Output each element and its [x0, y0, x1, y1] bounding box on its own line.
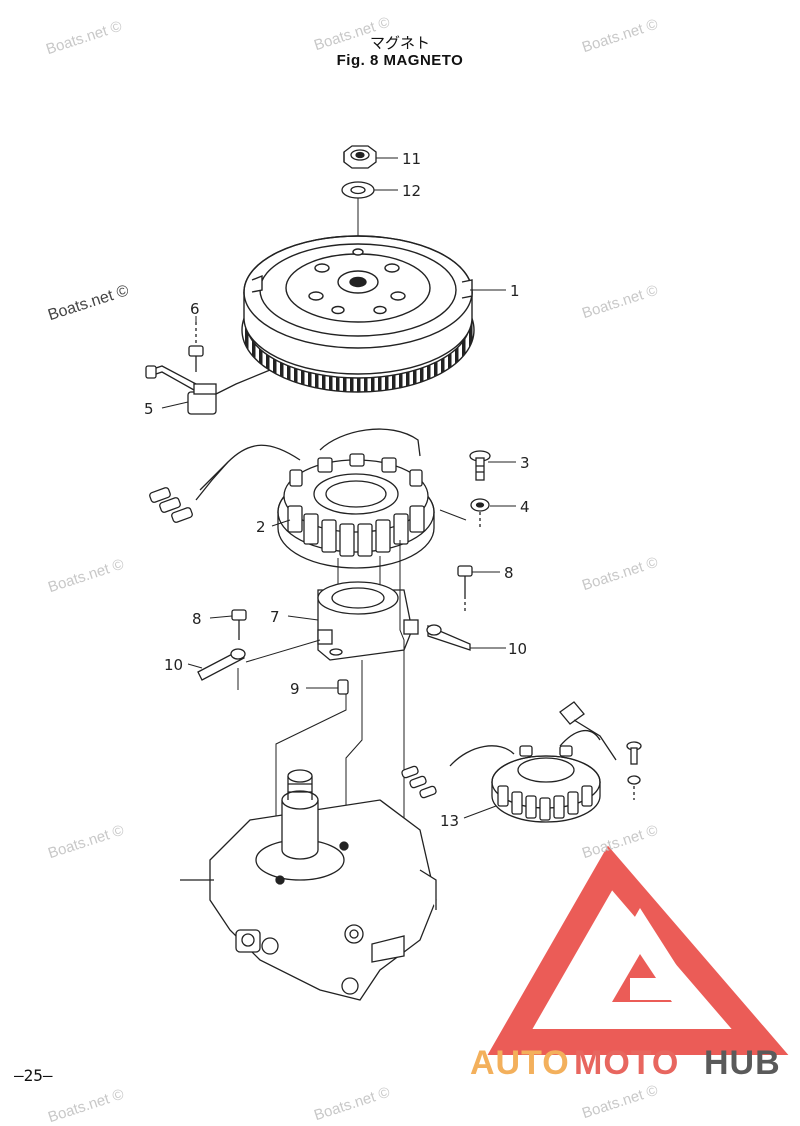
washer-4-part	[470, 498, 490, 530]
callout-8-left: 8	[192, 610, 202, 628]
callout-11: 11	[402, 150, 421, 168]
callout-9: 9	[290, 680, 300, 698]
engine-block-part	[180, 769, 437, 1001]
pulser-coil-part	[145, 365, 271, 415]
stator-part	[149, 428, 435, 569]
dowel-pin-part	[337, 679, 349, 695]
figure-title: Fig. 8 MAGNETO	[336, 52, 464, 69]
screw-13-part	[626, 741, 642, 800]
flywheel-part	[241, 235, 475, 393]
page-number: —25—	[14, 1066, 53, 1085]
stator-13-part	[401, 701, 617, 823]
ground-lead-10-left-part	[197, 648, 246, 681]
stator-base-part	[317, 581, 419, 661]
bolt-6-part	[188, 322, 204, 372]
nut-part	[343, 145, 377, 169]
ground-lead-10-right-part	[426, 624, 471, 651]
callout-4: 4	[520, 498, 530, 516]
logo-word-hub: HUB	[704, 1044, 781, 1082]
callout-5: 5	[144, 400, 154, 418]
logo-word-auto: AUTO	[470, 1044, 570, 1082]
logo-word-moto: MOTO	[574, 1044, 680, 1082]
washer-part	[341, 181, 375, 199]
figure-title-japanese: マグネト	[369, 34, 430, 52]
callout-8-right: 8	[504, 564, 514, 582]
callout-10-right: 10	[508, 640, 527, 658]
bolt-8-left-part	[231, 609, 247, 640]
bolt-8-right-part	[457, 565, 473, 612]
screw-3-part	[469, 450, 491, 481]
callout-12: 12	[402, 182, 421, 200]
callout-6: 6	[190, 300, 200, 318]
callout-2: 2	[256, 518, 266, 536]
callout-1: 1	[510, 282, 520, 300]
callout-13: 13	[440, 812, 459, 830]
automotohub-logo-mark	[487, 845, 789, 1055]
callout-7: 7	[270, 608, 280, 626]
callout-3: 3	[520, 454, 530, 472]
callout-10-left: 10	[164, 656, 183, 674]
